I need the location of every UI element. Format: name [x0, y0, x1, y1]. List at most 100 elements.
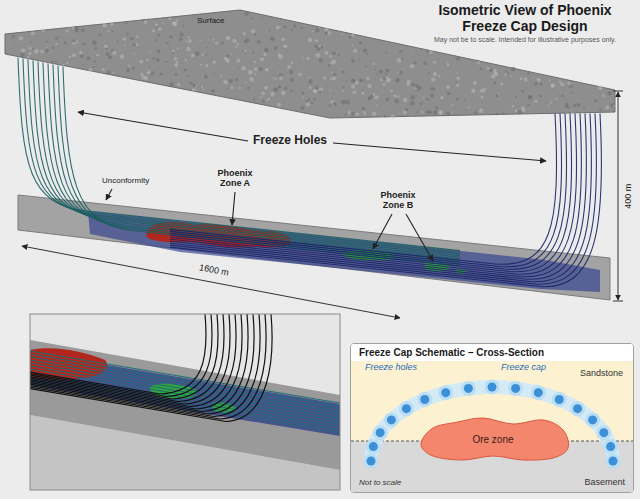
surface-speckle [416, 77, 417, 78]
freeze-hole-dot [599, 428, 608, 437]
ore-zone-shape [421, 418, 569, 460]
surface-speckle [139, 60, 143, 64]
surface-speckle [262, 16, 263, 17]
surface-speckle [475, 59, 479, 63]
surface-speckle [96, 53, 99, 56]
surface-speckle [200, 63, 202, 65]
surface-speckle [433, 110, 438, 115]
surface-speckle [379, 69, 383, 73]
surface-speckle [577, 103, 581, 107]
surface-speckle [260, 96, 262, 98]
surface-speckle [345, 81, 346, 82]
freeze-hole-dot [488, 383, 497, 392]
surface-speckle [158, 27, 162, 31]
freeze-hole-halo [552, 392, 567, 407]
surface-speckle [201, 86, 203, 88]
surface-speckle [173, 22, 178, 27]
dimension-line [22, 246, 400, 318]
freeze-hole-halo [570, 401, 585, 416]
surface-speckle [428, 110, 432, 114]
surface-speckle [169, 35, 172, 38]
surface-speckle [551, 88, 553, 90]
surface-speckle [44, 35, 45, 36]
surface-speckle [155, 23, 158, 26]
surface-speckle [363, 112, 366, 115]
surface-speckle [32, 48, 34, 50]
surface-speckle [236, 59, 240, 63]
surface-speckle [195, 51, 200, 56]
surface-speckle [363, 49, 367, 53]
surface-speckle [352, 44, 354, 46]
surface-speckle [73, 39, 77, 43]
surface-speckle [239, 87, 241, 89]
surface-speckle [484, 88, 486, 90]
surface-speckle [283, 25, 286, 28]
surface-speckle [395, 78, 400, 83]
freeze-hole [30, 314, 242, 409]
surface-speckle [179, 37, 183, 41]
surface-speckle [298, 73, 302, 77]
surface-speckle [64, 41, 67, 44]
surface-speckle [250, 77, 254, 81]
freeze-hole [38, 62, 460, 258]
surface-speckle [206, 54, 208, 56]
surface-speckle [293, 24, 296, 27]
surface-speckle [261, 92, 265, 96]
surface-speckle [263, 53, 267, 57]
surface-speckle [112, 51, 116, 55]
surface-speckle [149, 50, 151, 52]
surface-speckle [152, 29, 155, 32]
surface-speckle [342, 71, 345, 74]
surface-speckle [75, 46, 76, 47]
surface-speckle [447, 62, 449, 64]
surface-speckle [318, 66, 319, 67]
surface-speckle [45, 46, 47, 48]
surface-speckle [185, 59, 188, 62]
freeze-hole-dot [367, 457, 376, 466]
surface-speckle [391, 115, 395, 119]
surface-speckle [146, 59, 149, 62]
surface-speckle [567, 82, 570, 85]
surface-speckle [399, 70, 403, 74]
surface-speckle [365, 65, 367, 67]
surface-speckle [327, 86, 328, 87]
surface-speckle [204, 51, 205, 52]
surface-speckle [528, 95, 532, 99]
surface-speckle [527, 104, 529, 106]
surface-speckle [559, 80, 561, 82]
surface-speckle [291, 62, 294, 65]
surface-speckle [330, 99, 334, 103]
freeze-hole-dot [606, 442, 615, 451]
surface-speckle [435, 106, 438, 109]
zoom-inset [30, 314, 340, 490]
surface-speckle [133, 53, 135, 55]
surface-speckle [330, 78, 332, 80]
surface-speckle [254, 61, 256, 63]
surface-speckle [511, 67, 515, 71]
surface-speckle [374, 69, 376, 71]
surface-speckle [410, 52, 412, 54]
surface-speckle [265, 68, 268, 71]
surface-speckle [495, 113, 498, 116]
surface-speckle [353, 83, 355, 85]
surface-speckle [148, 36, 149, 37]
freeze-hole [48, 63, 460, 260]
surface-speckle [244, 40, 247, 43]
surface-speckle [351, 33, 354, 36]
surface-speckle [21, 48, 26, 53]
surface-speckle [573, 104, 577, 108]
surface-speckle [136, 35, 139, 38]
freeze-hole [30, 314, 260, 417]
surface-speckle [98, 33, 101, 36]
surface-speckle [426, 98, 429, 101]
surface-speckle [270, 92, 275, 97]
surface-speckle [230, 54, 232, 56]
surface-speckle [195, 89, 197, 91]
surface-speckle [280, 18, 282, 20]
surface-speckle [374, 95, 378, 99]
surface-speckle [502, 112, 504, 114]
surface-speckle [383, 77, 385, 79]
surface-speckle [284, 87, 287, 90]
surface-speckle [351, 112, 355, 116]
surface-speckle [283, 102, 284, 103]
